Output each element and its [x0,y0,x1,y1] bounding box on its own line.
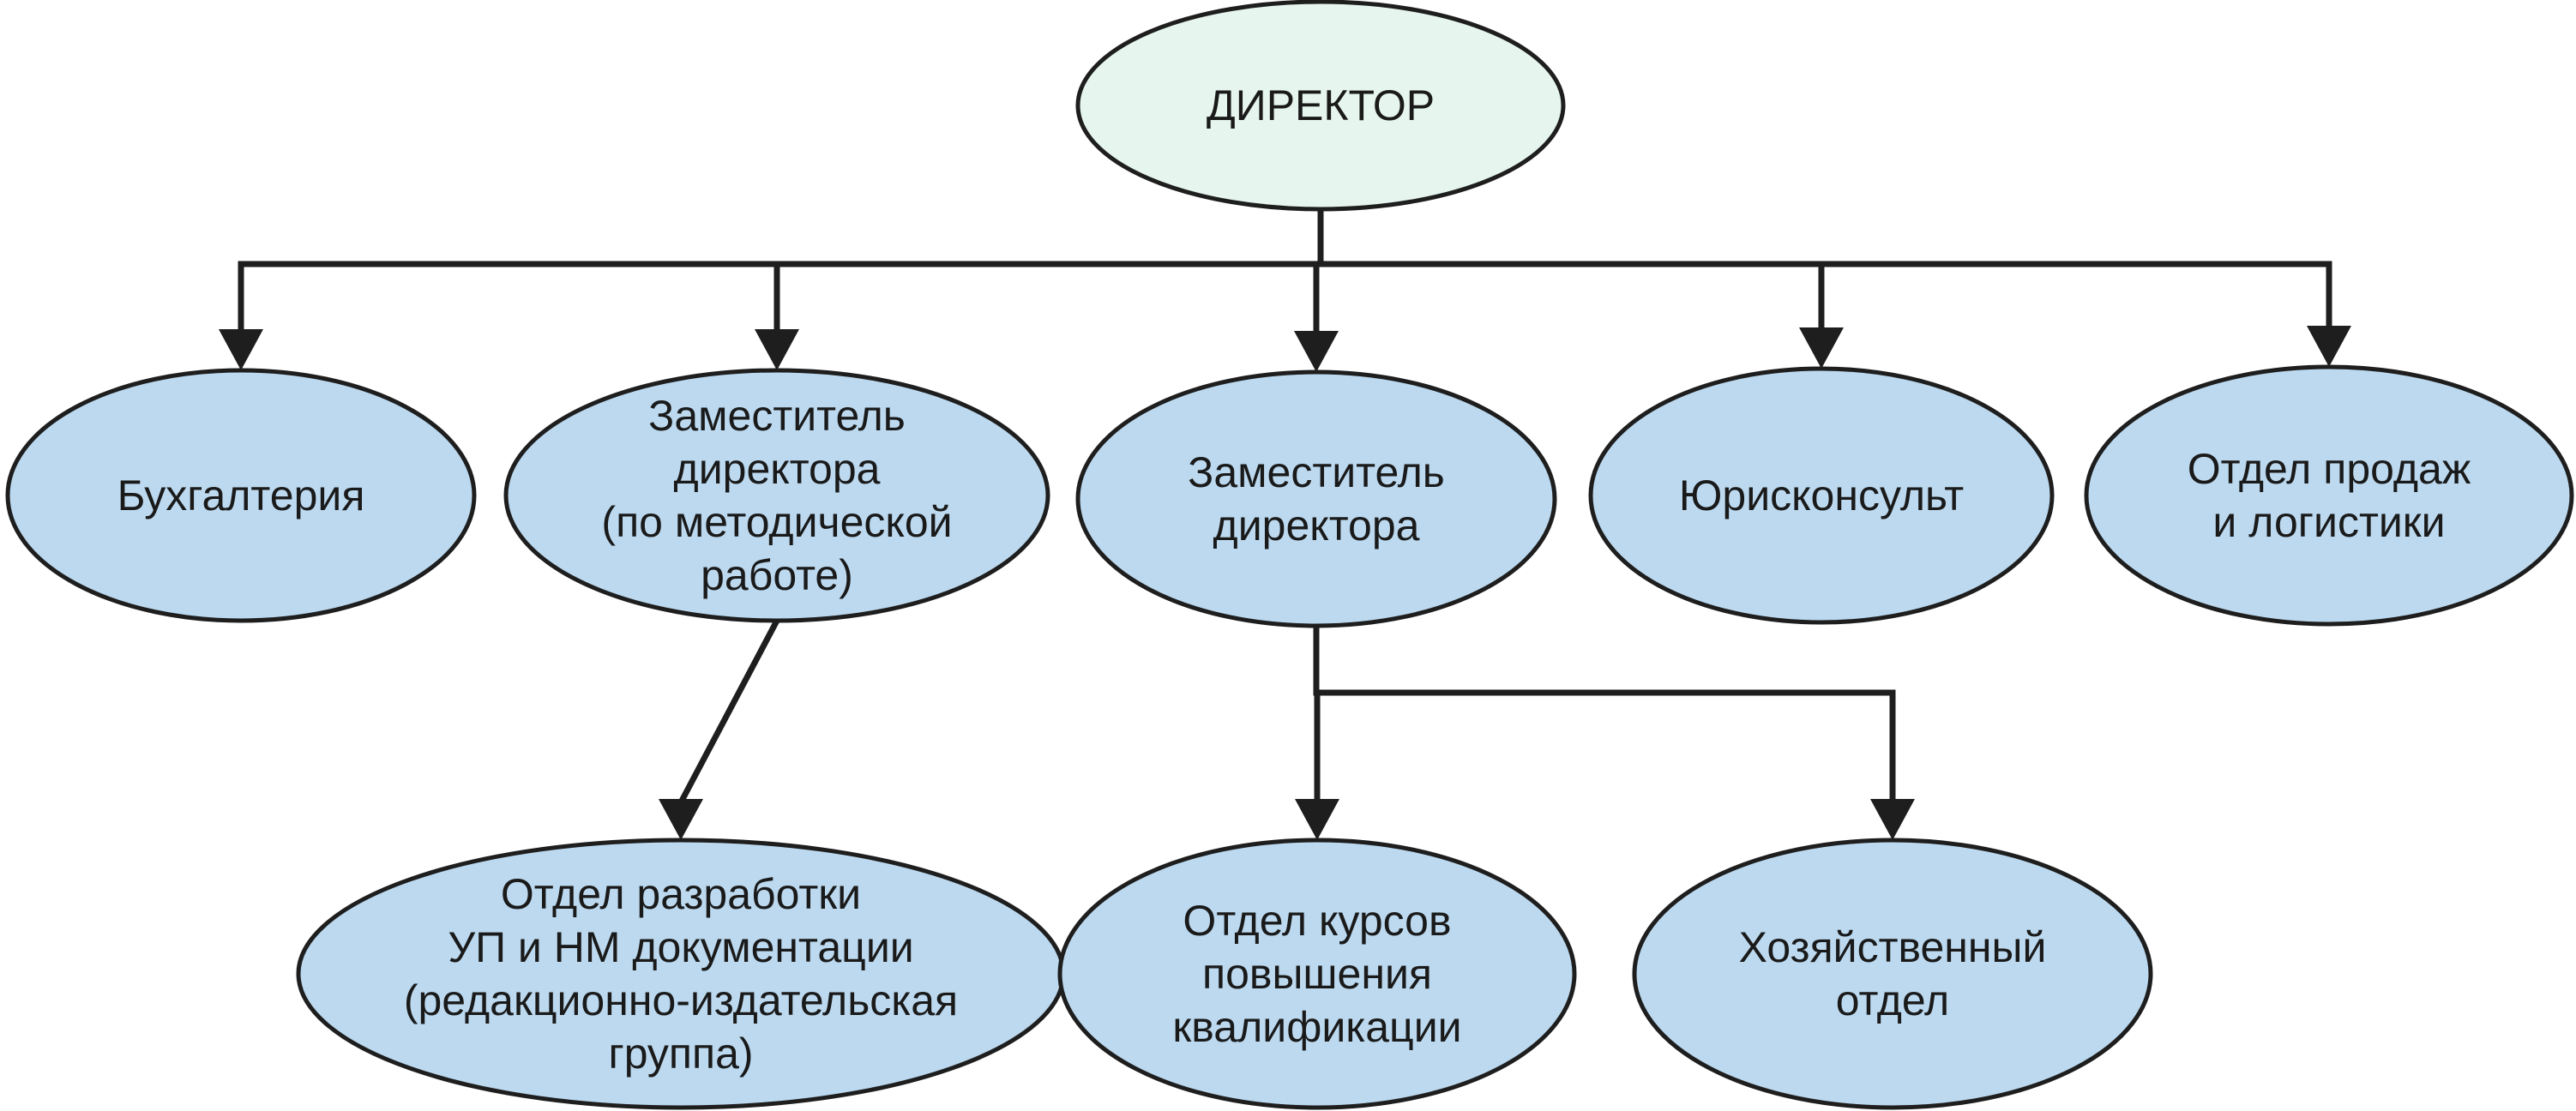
node-shape [1075,369,1557,628]
node-label: директора [1213,501,1420,549]
node-label: (по методической [601,498,952,546]
nodes: ДИРЕКТОР Бухгалтерия Заместитель директора (… [5,0,2574,1110]
node-shape [2084,364,2574,627]
arrowhead [659,799,703,840]
connector-line [677,616,781,807]
node-courses: Отдел курсов повышения квалификации [1057,838,1577,1110]
node-deputy: Заместитель директора [1075,369,1557,628]
node-label: директора [674,445,881,493]
connectors [219,206,2351,840]
node-label: работе) [701,551,853,599]
node-legal: Юрисконсульт [1588,366,2055,625]
node-label: УП и НМ документации [448,923,913,971]
node-label: и логистики [2212,498,2445,546]
node-label: Отдел курсов [1183,897,1451,945]
node-label: Юрисконсульт [1679,471,1964,519]
node-label: ДИРЕКТОР [1207,81,1435,129]
node-label: отдел [1836,976,1949,1024]
arrowhead [2307,326,2351,367]
node-shape [1075,0,1566,212]
node-shape [503,368,1050,623]
arrowhead [1294,331,1339,372]
node-label: повышения [1202,950,1432,998]
node-director: ДИРЕКТОР [1075,0,1566,212]
node-label: квалификации [1172,1003,1461,1051]
node-accounting: Бухгалтерия [5,368,477,623]
arrowhead [219,329,263,370]
arrowhead [1799,327,1844,369]
node-label: Отдел разработки [501,870,861,918]
arrowhead [1295,799,1339,840]
arrowhead [1870,799,1915,840]
arrowhead [755,329,799,370]
node-household: Хозяйственный отдел [1632,838,2153,1110]
node-label: (редакционно-издательская [404,976,958,1024]
node-shape [1588,366,2055,625]
node-sales: Отдел продаж и логистики [2084,364,2574,627]
node-shape [5,368,477,623]
node-label: группа) [608,1030,753,1078]
node-label: Бухгалтерия [117,471,365,519]
node-label: Заместитель [648,392,906,440]
node-shape [1057,838,1577,1110]
node-label: Заместитель [1188,448,1445,496]
node-deputy-methodical: Заместитель директора (по методической рабо… [503,368,1050,623]
node-shape [1632,838,2153,1110]
node-development: Отдел разработки УП и НМ документации (ред… [296,838,1066,1110]
node-label: Хозяйственный [1739,923,2047,971]
node-label: Отдел продаж [2188,445,2471,493]
